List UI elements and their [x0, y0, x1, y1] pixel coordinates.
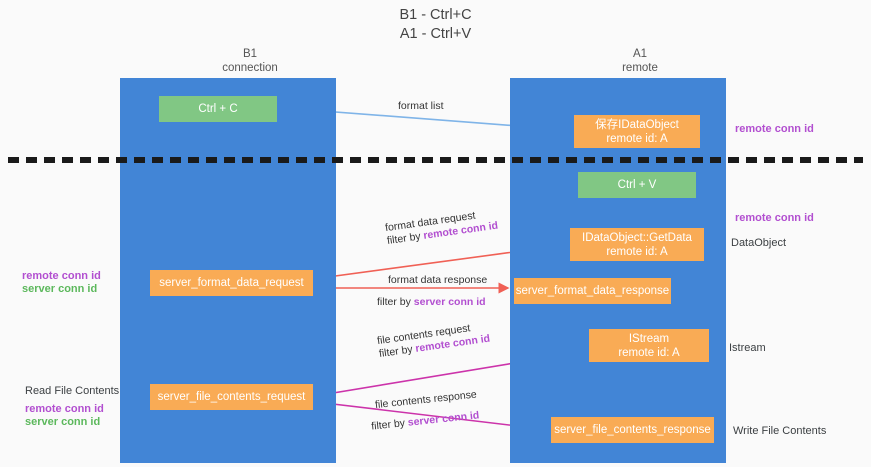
node-idataobject-getdata-line1: IDataObject::GetData	[582, 231, 692, 244]
column-a1-name: A1	[632, 48, 648, 60]
node-server-file-contents-request-label: server_file_contents_request	[157, 391, 306, 403]
filter-key-server-conn-id-1: server conn id	[413, 296, 486, 308]
label-left-server-conn-id-mid: server conn id	[22, 283, 98, 295]
edge-label-file-contents-response-filter: filter by server conn id	[371, 409, 480, 433]
column-b1-name: B1	[242, 48, 258, 60]
column-caption-a1: A1 remote	[540, 48, 740, 75]
node-istream-line2: remote id: A	[618, 346, 680, 359]
node-istream-line1: IStream	[628, 332, 670, 345]
node-ctrl-c-label: Ctrl + C	[198, 103, 238, 115]
node-save-idataobject-line1: 保存IDataObject	[595, 118, 679, 131]
node-ctrl-v-label: Ctrl + V	[617, 179, 657, 191]
node-ctrl-c[interactable]: Ctrl + C	[159, 96, 277, 122]
label-read-file-contents: Read File Contents	[25, 385, 120, 397]
diagram-title: B1 - Ctrl+C A1 - Ctrl+V	[0, 6, 871, 44]
edge-label-format-data-request: format data request filter by remote con…	[384, 207, 499, 248]
edge-label-format-data-response-text: format data response	[388, 274, 488, 286]
node-save-idataobject[interactable]: 保存IDataObject remote id: A	[574, 115, 700, 148]
node-server-format-data-request-label: server_format_data_request	[159, 277, 304, 289]
edge-label-file-contents-request: file contents request filter by remote c…	[376, 320, 491, 361]
node-server-file-contents-response-label: server_file_contents_response	[554, 424, 711, 436]
edge-label-file-contents-response: file contents response filter by server …	[371, 388, 480, 433]
node-idataobject-getdata[interactable]: IDataObject::GetData remote id: A	[570, 228, 704, 261]
label-dataobject: DataObject	[731, 237, 787, 249]
label-write-file-contents: Write File Contents	[733, 425, 827, 437]
column-a1-role: remote	[622, 61, 658, 74]
node-ctrl-v[interactable]: Ctrl + V	[578, 172, 696, 198]
label-remote-conn-id-mid: remote conn id	[735, 212, 814, 224]
node-server-file-contents-response[interactable]: server_file_contents_response	[551, 417, 714, 443]
node-idataobject-getdata-line2: remote id: A	[606, 245, 668, 258]
label-istream: Istream	[729, 342, 766, 354]
column-caption-b1: B1 connection	[150, 48, 350, 75]
edge-label-format-data-response: format data response filter by server co…	[377, 274, 488, 309]
filter-prefix-4: filter by	[370, 416, 409, 433]
edge-label-format-list: format list	[398, 100, 444, 112]
filter-prefix-2: filter by	[377, 296, 414, 308]
node-istream[interactable]: IStream remote id: A	[589, 329, 709, 362]
node-server-format-data-request[interactable]: server_format_data_request	[150, 270, 313, 296]
filter-key-server-conn-id-2: server conn id	[407, 409, 480, 429]
label-left-remote-conn-id-mid: remote conn id	[22, 270, 101, 282]
title-line-1: B1 - Ctrl+C	[399, 7, 472, 23]
node-save-idataobject-line2: remote id: A	[606, 132, 668, 145]
node-server-format-data-response[interactable]: server_format_data_response	[514, 278, 671, 304]
column-b1-role: connection	[222, 61, 278, 74]
title-line-2: A1 - Ctrl+V	[399, 26, 472, 42]
node-server-file-contents-request[interactable]: server_file_contents_request	[150, 384, 313, 410]
label-left-remote-conn-id-bottom: remote conn id	[25, 403, 104, 415]
label-remote-conn-id-top: remote conn id	[735, 123, 814, 135]
edge-label-format-data-response-filter: filter by server conn id	[377, 296, 487, 309]
edge-label-file-contents-response-text: file contents response	[374, 388, 478, 412]
node-server-format-data-response-label: server_format_data_response	[515, 285, 670, 297]
label-left-server-conn-id-bottom: server conn id	[25, 416, 101, 428]
